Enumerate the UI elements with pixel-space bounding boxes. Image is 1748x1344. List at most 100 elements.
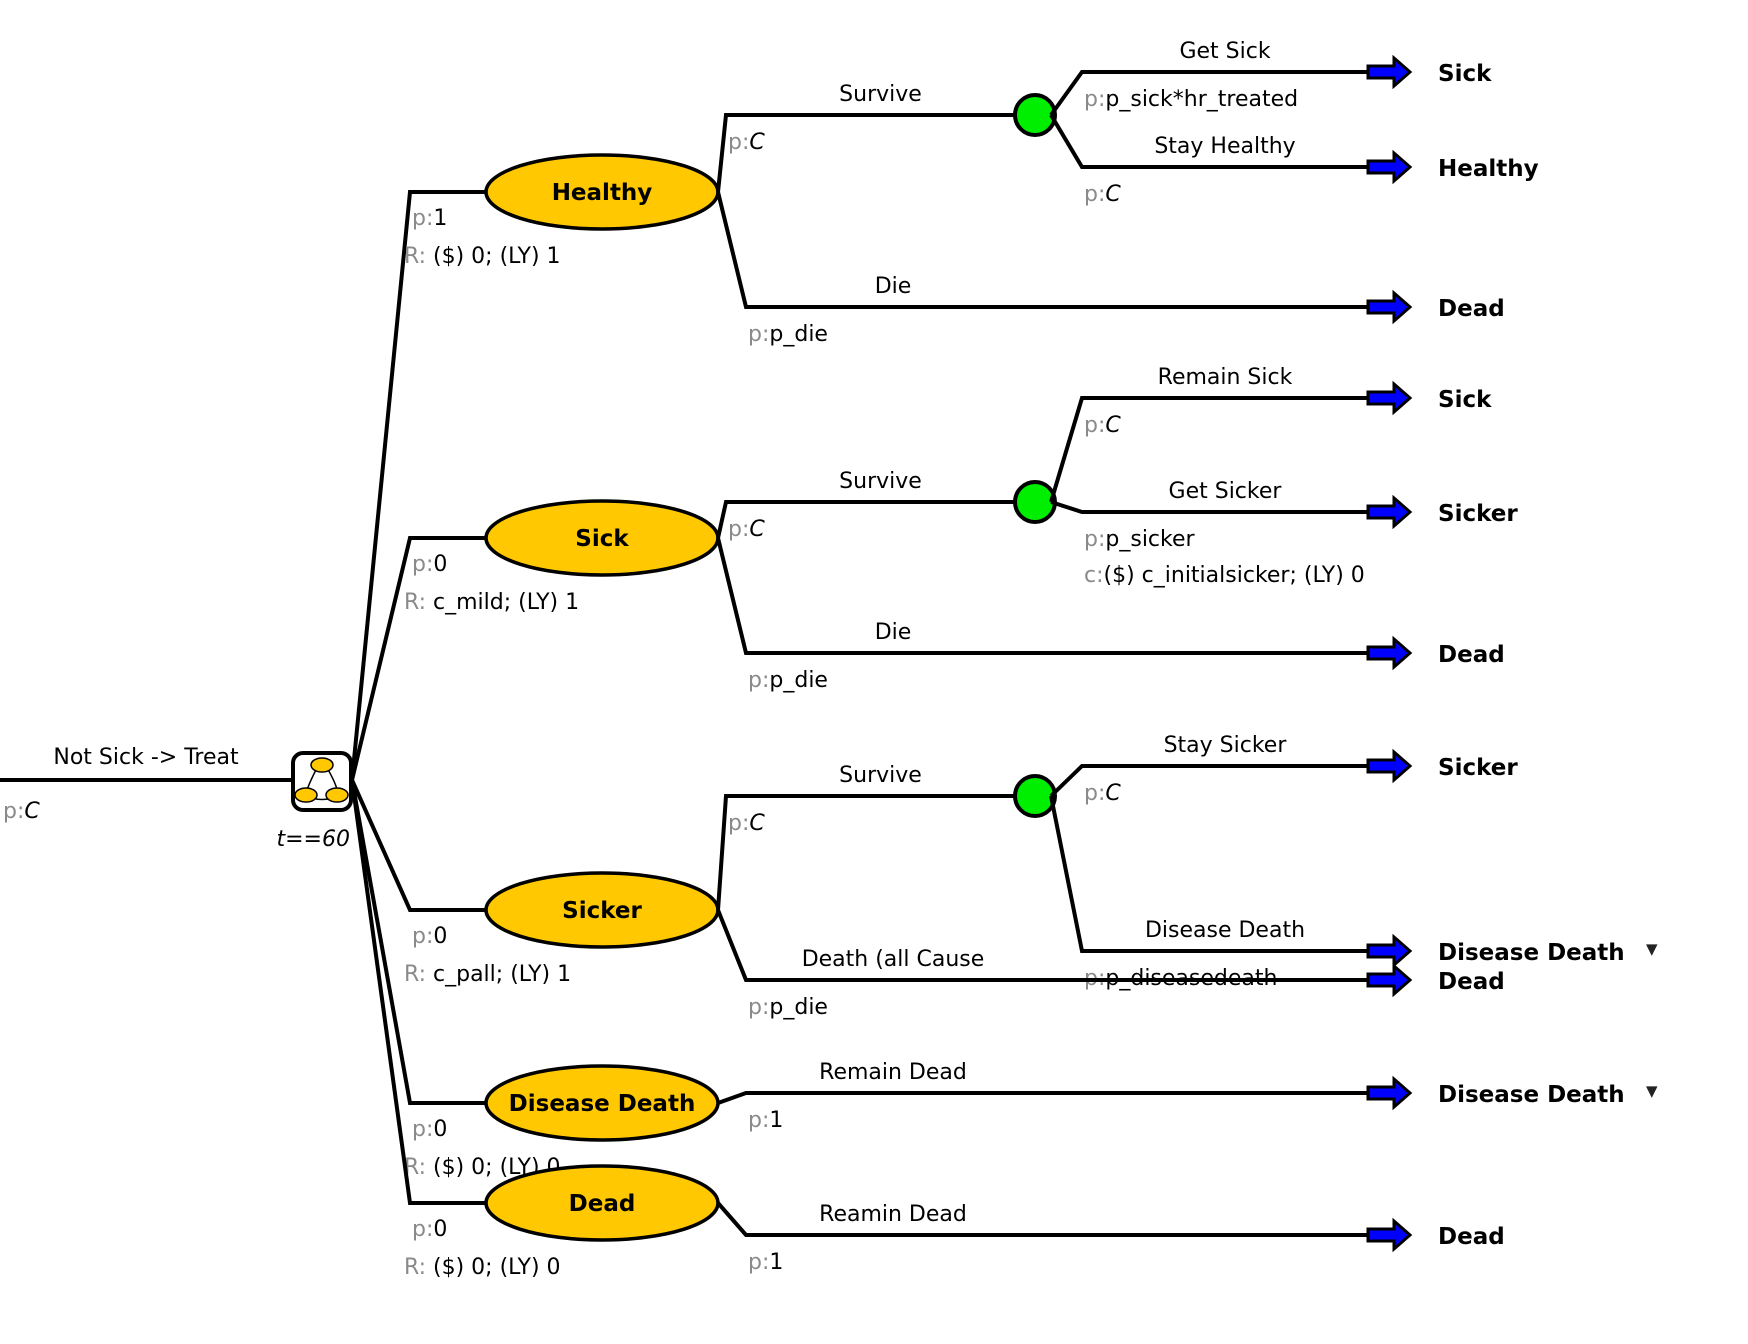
markov-node[interactable]: t==60: [277, 751, 353, 852]
state-prob: p:0: [412, 1217, 447, 1242]
terminal-arrow-icon: [1366, 748, 1413, 784]
branch-edge[interactable]: [717, 1091, 1368, 1105]
reward-value: ($) 0; (LY) 0: [426, 1255, 560, 1280]
outcome-label: Stay Sicker: [1164, 733, 1288, 758]
outcome-edge[interactable]: [1049, 764, 1368, 798]
state-reward: R: c_pall; (LY) 1: [404, 962, 571, 987]
branch-prob-value: C: [749, 130, 765, 155]
state-reward: R: c_mild; (LY) 1: [404, 590, 579, 615]
branch-prob-value: 1: [769, 1108, 783, 1133]
state-edge[interactable]: [350, 779, 486, 1205]
terminal-label: Healthy: [1438, 156, 1539, 182]
reward-prefix: R:: [404, 1155, 426, 1180]
outcome-prob-value: C: [1105, 182, 1121, 207]
state-reward: R: ($) 0; (LY) 0: [404, 1255, 561, 1280]
terminal-label: Disease Death: [1438, 1082, 1625, 1108]
branch-edge[interactable]: [716, 113, 1015, 193]
branch-edge[interactable]: [716, 1201, 1368, 1237]
prob-prefix: p:: [748, 995, 769, 1020]
prob-prefix: p:: [412, 924, 433, 949]
prob-prefix: p:: [1084, 781, 1105, 806]
prob-prefix: p:: [748, 1108, 769, 1133]
chance-node[interactable]: [1013, 93, 1057, 137]
state-edge[interactable]: [350, 779, 486, 1105]
terminal-arrow-icon: [1366, 289, 1413, 325]
branch-edge[interactable]: [716, 500, 1015, 539]
terminal-arrow-icon: [1366, 635, 1413, 671]
reward-value: c_mild; (LY) 1: [426, 590, 579, 615]
cost-prefix: c:: [1084, 563, 1104, 588]
terminal-arrow-icon: [1366, 1217, 1413, 1253]
state-reward: R: ($) 0; (LY) 1: [404, 244, 561, 269]
branch-label: Reamin Dead: [819, 1202, 967, 1227]
outcome-cost: c:($) c_initialsicker; (LY) 0: [1084, 563, 1365, 588]
prob-prefix: p:: [1084, 527, 1105, 552]
dropdown-triangle-icon[interactable]: ▼: [1646, 940, 1658, 958]
branch-edge[interactable]: [716, 537, 1368, 655]
terminal-label: Dead: [1438, 296, 1505, 322]
state-edge[interactable]: [350, 536, 486, 781]
outcome-edge[interactable]: [1049, 795, 1368, 953]
terminal-arrow-icon: [1366, 380, 1413, 416]
outcome-edge[interactable]: [1050, 500, 1368, 514]
outcome-prob: p:C: [1084, 781, 1121, 806]
branch-edge[interactable]: [716, 909, 1368, 982]
state-edge[interactable]: [350, 190, 486, 781]
branch-prob-value: p_die: [769, 668, 828, 693]
branch-label: Survive: [839, 469, 922, 494]
terminal-arrow-icon: [1366, 494, 1413, 530]
chance-node[interactable]: [1013, 480, 1057, 524]
dropdown-triangle-icon[interactable]: ▼: [1646, 1082, 1658, 1100]
terminal-arrow-icon: [1366, 933, 1413, 969]
state-edge[interactable]: [350, 779, 486, 912]
state-name: Sick: [575, 526, 629, 552]
branch-prob-value: C: [749, 811, 765, 836]
outcome-edge[interactable]: [1049, 70, 1368, 117]
outcome-label: Disease Death: [1145, 918, 1305, 943]
branch-edge[interactable]: [716, 794, 1015, 911]
prob-prefix: p:: [1084, 413, 1105, 438]
outcome-prob: p:C: [1084, 413, 1121, 438]
root-label: Not Sick -> Treat: [53, 745, 239, 770]
markov-node-icon: [294, 757, 349, 803]
chance-node[interactable]: [1013, 774, 1057, 818]
branch-label: Death (all Cause: [802, 947, 985, 972]
outcome-label: Stay Healthy: [1154, 134, 1295, 159]
terminal-arrow-icon: [1366, 1075, 1413, 1111]
state-name: Disease Death: [509, 1091, 696, 1117]
terminal-arrow-icon: [1366, 962, 1413, 998]
reward-prefix: R:: [404, 590, 426, 615]
outcome-edge[interactable]: [1049, 113, 1368, 169]
outcome-edge[interactable]: [1049, 396, 1368, 503]
root-prob-value: C: [24, 799, 40, 824]
root-branch[interactable]: Not Sick -> Treat p:C: [0, 745, 292, 824]
outcome-label: Get Sick: [1179, 39, 1270, 64]
state-prob: p:0: [412, 1117, 447, 1142]
terminal-arrow-icon: [1366, 54, 1413, 90]
branch-edge[interactable]: [716, 191, 1368, 309]
terminal-label: Dead: [1438, 1224, 1505, 1250]
outcome-prob: p:p_sick*hr_treated: [1084, 87, 1298, 112]
outcome-prob-value: C: [1105, 413, 1121, 438]
branch-prob: p:p_die: [748, 322, 828, 347]
state-prob-value: 0: [433, 1217, 447, 1242]
